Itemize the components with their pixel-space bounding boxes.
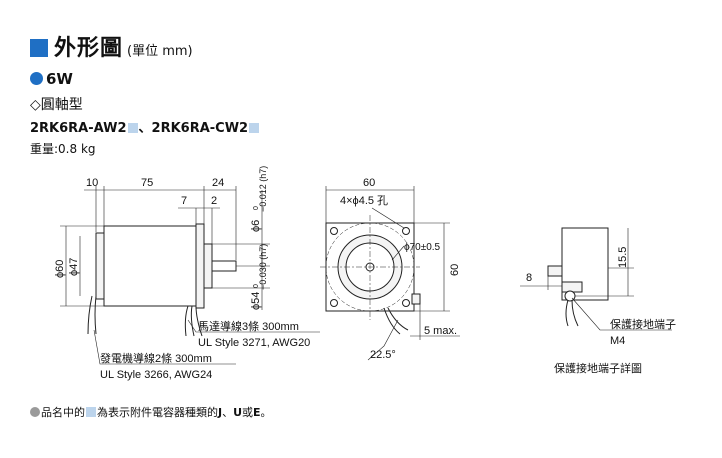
cap-lead-wire [87, 295, 93, 335]
detail-body [561, 227, 609, 301]
dim-holes: 4×ϕ4.5 孔 [340, 194, 388, 207]
ground-label: 保護接地端子 [610, 317, 676, 331]
unit-note: (單位 mm) [127, 44, 193, 59]
model-2: 2RK6RA-CW2 [151, 121, 249, 136]
side-shaft [211, 260, 237, 272]
power-rating: 6W [30, 70, 73, 88]
mount-hole [402, 227, 410, 235]
dim-pilot-tol2: −0.030 (h7) [258, 244, 268, 290]
motor-lead-spec: UL Style 3271, AWG20 [198, 337, 310, 349]
detail-caption: 保護接地端子詳圖 [554, 361, 642, 375]
mount-hole [402, 299, 410, 307]
front-ground-terminal [411, 293, 421, 305]
dim-75: 75 [141, 177, 153, 189]
mount-hole [330, 299, 338, 307]
weight: 重量:0.8 kg [30, 142, 96, 156]
dim-front-width: 60 [363, 177, 375, 189]
side-pilot [203, 243, 213, 289]
title-text: 外形圖 [54, 36, 124, 61]
ground-screw: M4 [610, 335, 625, 347]
model-1: 2RK6RA-AW2 [30, 121, 127, 136]
detail-lead-wire [565, 299, 569, 327]
dim-angle: 22.5° [370, 349, 396, 361]
model-numbers: 2RK6RA-AW2、2RK6RA-CW2 [30, 117, 260, 136]
dim-body-dia1: ϕ60 [54, 260, 66, 278]
cap-lead-label: 發電機導線2條 300mm [100, 351, 212, 365]
dim-pilot-tol: 0 [253, 284, 260, 288]
shaft-type: ◇圓軸型 [30, 97, 83, 113]
dim-10: 10 [86, 177, 98, 189]
side-end-cap [95, 232, 105, 300]
dim-5-max: 5 max. [424, 325, 457, 337]
dim-shaft-tol2: −0.012 (h7) [258, 166, 268, 212]
placeholder-square-icon [249, 123, 260, 133]
mount-hole [330, 227, 338, 235]
gray-bullet-icon [30, 407, 40, 417]
bullet-dot-icon [30, 72, 43, 85]
dim-7: 7 [181, 195, 187, 207]
dim-15-5: 15.5 [617, 247, 629, 268]
side-flange [195, 223, 205, 309]
dim-shaft-tol: 0 [253, 206, 260, 210]
dim-8: 8 [526, 272, 532, 284]
placeholder-square-icon [86, 407, 96, 417]
front-lead-wire [383, 307, 401, 335]
motor-lead-label: 馬達導線3條 300mm [198, 319, 299, 333]
title-marker-icon [30, 39, 48, 57]
section-title: 外形圖(單位 mm) [30, 30, 193, 62]
dim-shaft-dia: ϕ6 [250, 220, 262, 232]
dim-2: 2 [211, 195, 217, 207]
dim-front-height: 60 [449, 264, 461, 276]
cap-lead-spec: UL Style 3266, AWG24 [100, 369, 212, 381]
dim-pcd: ϕ70±0.5 [404, 242, 441, 253]
placeholder-square-icon [127, 123, 138, 133]
footnote: 品名中的為表示附件電容器種類的J、U或E。 [30, 404, 272, 420]
dim-body-dia2: ϕ47 [68, 258, 80, 276]
motor-lead-wire [184, 305, 189, 337]
dim-pilot-dia: ϕ54 [250, 292, 262, 310]
dim-24: 24 [212, 177, 224, 189]
side-motor-body [103, 225, 197, 307]
